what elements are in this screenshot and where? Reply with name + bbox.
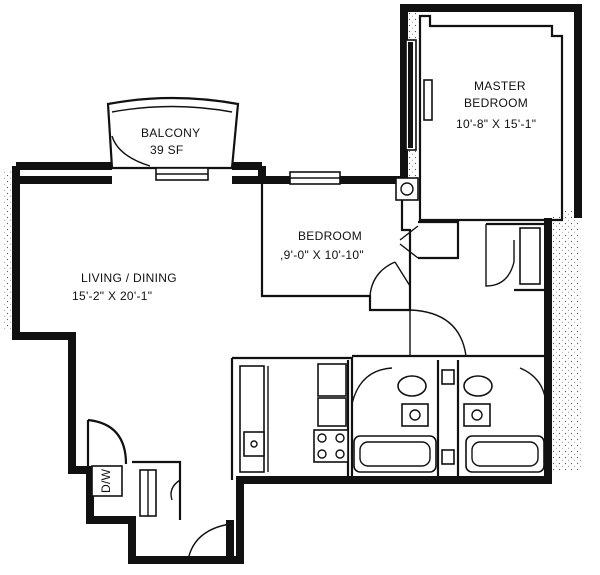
exterior-stipple [4, 8, 582, 470]
balcony-name: BALCONY [141, 126, 200, 140]
bedroom-room [240, 171, 419, 312]
washer-dryer-label: D/W [99, 468, 113, 493]
kitchen [230, 309, 467, 480]
living-dining-size: 15'-2" X 20'-1" [72, 289, 152, 303]
master-bedroom-name-line1: MASTER [474, 79, 526, 93]
balcony-size: 39 SF [150, 143, 184, 157]
bathrooms [346, 354, 547, 476]
master-bedroom-name-line2: BEDROOM [464, 96, 528, 110]
exterior-walls [12, 4, 582, 564]
closets [399, 220, 550, 292]
living-dining-name: LIVING / DINING [81, 271, 177, 285]
bedroom-size: ,9'-0" X 10'-10" [280, 248, 364, 262]
master-bedroom-room [405, 14, 564, 222]
balcony [106, 96, 240, 181]
entry-laundry [86, 418, 234, 561]
master-bedroom-size: 10'-8" X 15'-1" [456, 117, 536, 131]
bedroom-name: BEDROOM [298, 229, 362, 243]
